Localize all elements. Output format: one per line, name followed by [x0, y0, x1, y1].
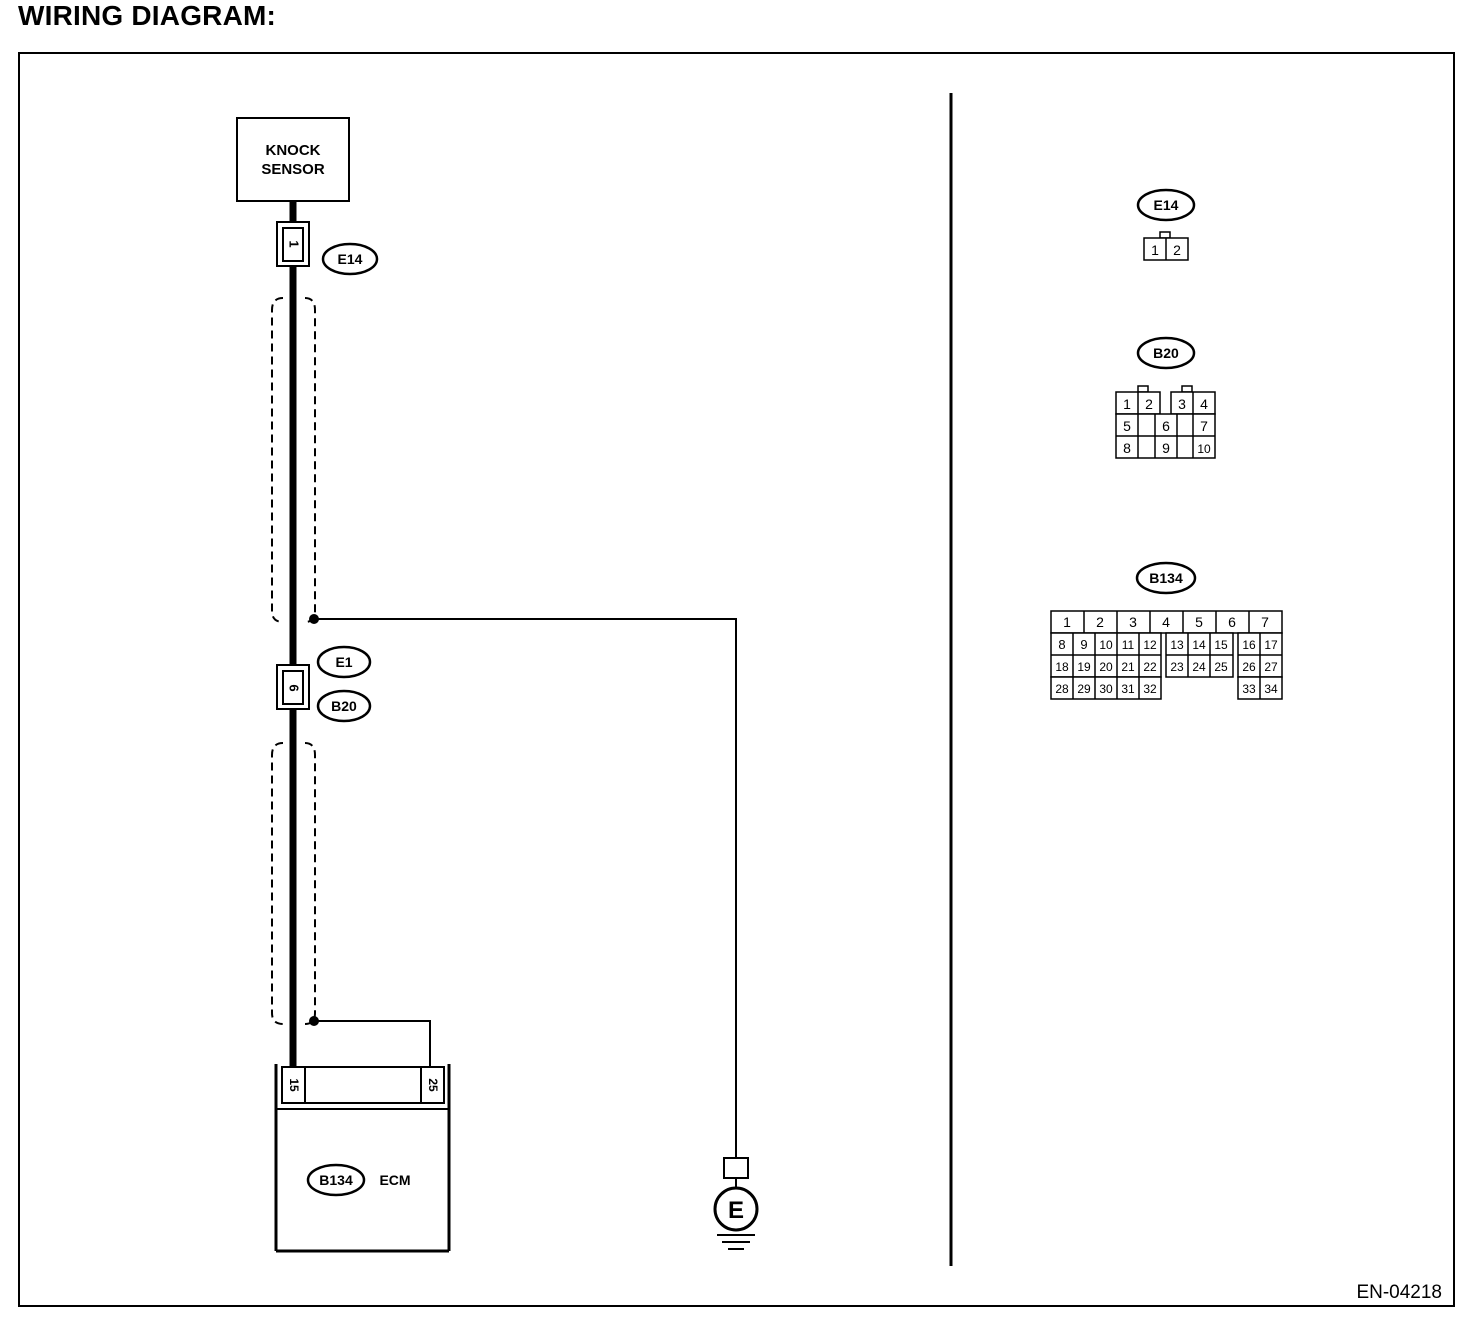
svg-text:10: 10 — [1099, 638, 1113, 652]
svg-text:2: 2 — [1173, 242, 1181, 258]
pinout-b20-label: B20 — [1153, 345, 1179, 361]
pinout-b20: B20 1 2 3 4 5 6 7 8 9 10 — [1115, 336, 1216, 459]
pinout-b134: B134 1 2 3 4 5 — [1050, 561, 1283, 700]
pinout-e14-label: E14 — [1154, 197, 1179, 213]
ecm-unit: 15 25 B134 ECM — [274, 1064, 451, 1253]
connector-e14: 1 — [276, 221, 310, 267]
ecm-label: ECM — [379, 1172, 410, 1188]
svg-text:30: 30 — [1099, 682, 1113, 696]
b20-pin-number: 6 — [287, 684, 302, 691]
svg-text:29: 29 — [1077, 682, 1091, 696]
knock-sensor-label-2: SENSOR — [261, 161, 325, 178]
svg-text:8: 8 — [1123, 440, 1131, 456]
page-title: WIRING DIAGRAM: — [18, 0, 277, 31]
svg-text:7: 7 — [1200, 418, 1208, 434]
badge-e1: E1 — [316, 645, 372, 679]
svg-text:2: 2 — [1096, 614, 1104, 630]
svg-text:13: 13 — [1170, 638, 1184, 652]
svg-text:3: 3 — [1178, 396, 1186, 412]
svg-text:6: 6 — [1228, 614, 1236, 630]
ground-wire — [314, 618, 737, 1158]
svg-text:E1: E1 — [335, 654, 352, 670]
svg-text:23: 23 — [1170, 660, 1184, 674]
svg-text:E14: E14 — [338, 251, 363, 267]
svg-text:4: 4 — [1200, 396, 1208, 412]
svg-text:34: 34 — [1264, 682, 1278, 696]
svg-text:26: 26 — [1242, 660, 1256, 674]
ground-label: E — [728, 1197, 744, 1224]
svg-text:7: 7 — [1261, 614, 1269, 630]
badge-e14: E14 — [321, 242, 379, 276]
shield-wire-ecm — [314, 1020, 431, 1068]
svg-text:24: 24 — [1192, 660, 1206, 674]
svg-text:3: 3 — [1129, 614, 1137, 630]
svg-text:17: 17 — [1264, 638, 1278, 652]
svg-text:10: 10 — [1197, 442, 1211, 456]
svg-text:15: 15 — [1214, 638, 1228, 652]
svg-text:22: 22 — [1143, 660, 1157, 674]
knock-sensor-label-1: KNOCK — [266, 142, 321, 159]
svg-text:16: 16 — [1242, 638, 1256, 652]
badge-b20: B20 — [316, 689, 372, 723]
svg-text:19: 19 — [1077, 660, 1091, 674]
svg-text:11: 11 — [1122, 638, 1135, 652]
svg-text:14: 14 — [1192, 638, 1206, 652]
svg-text:1: 1 — [1151, 242, 1159, 258]
diagram-frame — [18, 52, 1455, 1307]
svg-text:20: 20 — [1099, 660, 1113, 674]
svg-text:5: 5 — [1195, 614, 1203, 630]
knock-sensor: KNOCK SENSOR — [236, 117, 350, 202]
svg-text:8: 8 — [1058, 637, 1065, 652]
svg-text:1: 1 — [1063, 614, 1071, 630]
svg-text:25: 25 — [1214, 660, 1228, 674]
svg-text:B20: B20 — [331, 698, 357, 714]
svg-text:4: 4 — [1162, 614, 1170, 630]
badge-b134-ecm — [306, 1163, 366, 1197]
figure-id: EN-04218 — [1356, 1282, 1442, 1303]
svg-text:32: 32 — [1143, 682, 1157, 696]
svg-text:27: 27 — [1264, 660, 1278, 674]
svg-text:5: 5 — [1123, 418, 1131, 434]
ecm-connector-label: B134 — [319, 1172, 353, 1188]
svg-text:12: 12 — [1143, 638, 1157, 652]
ecm-pin-15: 15 — [287, 1078, 301, 1092]
connector-e1-b20: 6 — [276, 664, 310, 710]
svg-text:9: 9 — [1080, 637, 1087, 652]
ground-point: E — [713, 1157, 759, 1250]
pinout-b134-label: B134 — [1149, 570, 1183, 586]
pinout-e14: E14 1 2 — [1136, 188, 1196, 261]
svg-text:31: 31 — [1121, 682, 1135, 696]
svg-text:21: 21 — [1121, 660, 1135, 674]
svg-text:6: 6 — [1162, 418, 1170, 434]
e14-pin-number: 1 — [287, 240, 302, 247]
svg-text:33: 33 — [1242, 682, 1256, 696]
svg-text:2: 2 — [1145, 396, 1153, 412]
svg-text:9: 9 — [1162, 440, 1170, 456]
ecm-pin-25: 25 — [426, 1078, 440, 1092]
svg-text:18: 18 — [1055, 660, 1069, 674]
svg-text:28: 28 — [1055, 682, 1069, 696]
svg-text:1: 1 — [1123, 396, 1131, 412]
